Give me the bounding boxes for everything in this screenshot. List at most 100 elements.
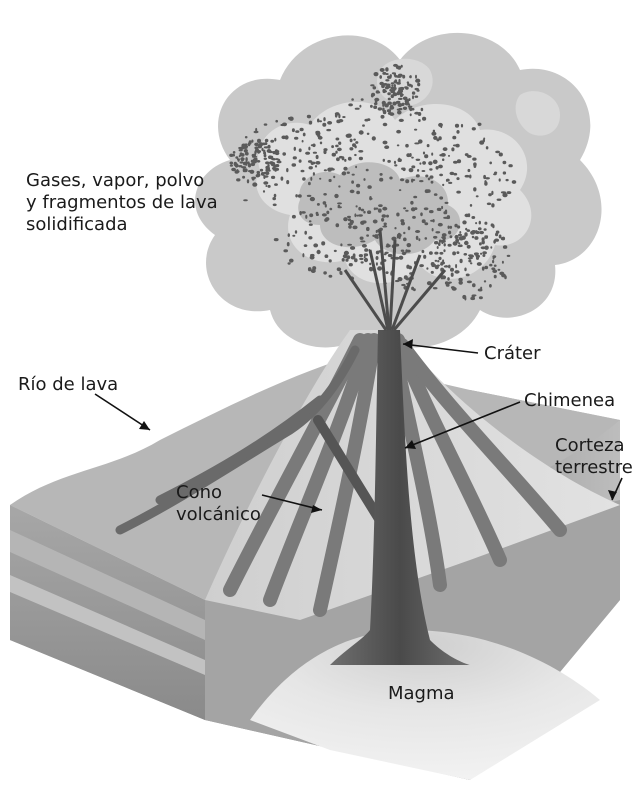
ash-particle — [258, 145, 262, 149]
ash-particle — [478, 123, 482, 126]
ash-particle — [480, 287, 482, 290]
ash-particle — [426, 267, 428, 270]
label-crater: Cráter — [484, 343, 541, 365]
ash-particle — [245, 163, 247, 166]
label-cono-line-2: volcánico — [176, 504, 261, 526]
ash-particle — [425, 237, 428, 240]
label-gases-line-3: solidificada — [26, 214, 218, 236]
ash-particle — [464, 268, 466, 272]
ash-particle — [460, 259, 463, 263]
ash-particle — [448, 182, 452, 184]
ash-particle — [437, 246, 439, 249]
ash-particle — [424, 207, 429, 210]
ash-particle — [479, 296, 483, 299]
ash-particle — [398, 158, 400, 161]
ash-particle — [373, 220, 378, 224]
ash-particle — [493, 256, 495, 260]
ash-particle — [443, 147, 448, 151]
ash-particle — [336, 138, 340, 141]
ash-particle — [317, 119, 319, 123]
ash-particle — [313, 172, 315, 176]
ash-particle — [472, 158, 476, 161]
ash-particle — [422, 250, 425, 253]
ash-particle — [394, 227, 396, 229]
ash-particle — [264, 158, 267, 160]
label-corteza-line-2: terrestre — [555, 457, 633, 479]
ash-particle — [456, 130, 459, 134]
ash-particle — [433, 219, 435, 222]
ash-particle — [493, 240, 496, 244]
ash-particle — [400, 103, 404, 106]
ash-particle — [337, 202, 342, 204]
ash-particle — [321, 241, 325, 245]
ash-particle — [376, 256, 379, 260]
ash-particle — [484, 222, 487, 225]
ash-particle — [236, 169, 238, 172]
ash-particle — [385, 79, 389, 81]
ash-particle — [326, 211, 329, 215]
label-cono-line-1: Cono — [176, 482, 261, 504]
ash-particle — [399, 119, 404, 122]
ash-particle — [336, 223, 340, 227]
ash-particle — [317, 250, 321, 254]
ash-particle — [438, 223, 443, 227]
ash-particle — [448, 231, 451, 235]
ash-particle — [298, 194, 302, 198]
ash-particle — [350, 139, 353, 143]
ash-particle — [420, 212, 423, 216]
ash-particle — [465, 175, 470, 178]
ash-particle — [400, 219, 404, 222]
ash-particle — [355, 166, 357, 169]
ash-particle — [288, 117, 293, 119]
ash-particle — [412, 95, 414, 99]
ash-particle — [352, 226, 357, 230]
arrowhead-rio — [139, 421, 150, 430]
ash-particle — [417, 169, 419, 172]
ash-particle — [245, 136, 248, 138]
ash-particle — [471, 216, 475, 219]
ash-particle — [251, 140, 253, 143]
ash-particle — [484, 280, 486, 282]
ash-particle — [470, 297, 475, 300]
ash-particle — [272, 167, 276, 169]
ash-particle — [233, 151, 236, 154]
ash-particle — [300, 128, 304, 132]
ash-particle — [448, 282, 452, 284]
ash-particle — [482, 254, 485, 257]
ash-particle — [267, 164, 269, 167]
ash-particle — [308, 147, 310, 151]
ash-particle — [362, 244, 367, 248]
ash-particle — [462, 220, 466, 224]
ash-particle — [238, 165, 242, 167]
ash-particle — [431, 271, 434, 274]
ash-particle — [349, 263, 353, 266]
ash-particle — [507, 191, 512, 194]
ash-particle — [252, 182, 257, 186]
ash-particle — [418, 139, 423, 143]
ash-particle — [247, 179, 249, 183]
label-chimenea: Chimenea — [524, 390, 615, 412]
ash-particle — [397, 235, 399, 239]
ash-particle — [429, 251, 433, 255]
ash-particle — [315, 161, 320, 165]
ash-particle — [503, 171, 506, 174]
ash-particle — [342, 116, 345, 118]
ash-particle — [405, 179, 409, 183]
ash-particle — [405, 102, 410, 106]
ash-particle — [367, 210, 371, 214]
ash-particle — [311, 162, 314, 165]
ash-particle — [438, 242, 441, 246]
ash-particle — [494, 172, 497, 175]
ash-particle — [422, 117, 426, 121]
ash-particle — [438, 257, 441, 260]
ash-particle — [408, 84, 411, 87]
ash-particle — [400, 94, 404, 96]
ash-particle — [394, 161, 396, 164]
ash-particle — [453, 173, 457, 176]
ash-particle — [482, 267, 485, 271]
ash-particle — [443, 249, 445, 252]
ash-particle — [349, 147, 353, 150]
ash-particle — [439, 196, 443, 199]
ash-particle — [487, 203, 491, 206]
ash-particle — [491, 203, 494, 207]
